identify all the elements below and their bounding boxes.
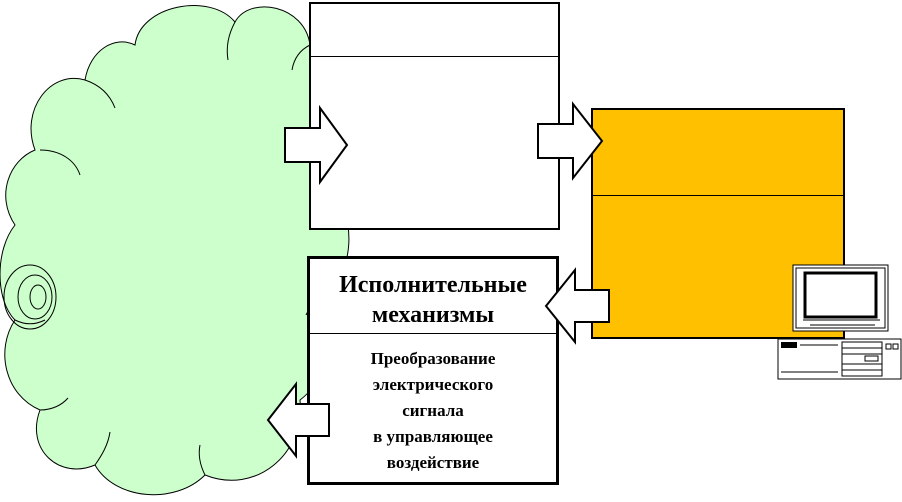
arrow-left-icon: [544, 267, 610, 345]
cloud-bump: [84, 79, 116, 109]
actuators-desc-line: сигнала: [402, 401, 464, 420]
sensor-box: [309, 2, 560, 230]
actuators-desc-line: электрического: [372, 375, 494, 394]
cloud-spiral: [17, 274, 53, 320]
cloud-bump: [198, 444, 206, 476]
actuators-title-line1: Исполнительные: [339, 272, 527, 298]
cloud-bump: [94, 431, 111, 466]
actuators-box-divider: [310, 333, 556, 334]
cloud-bump: [291, 44, 311, 71]
arrow-right-icon: [537, 101, 604, 181]
actuators-desc-line: в управляющее: [373, 427, 493, 446]
sensor-box-divider: [311, 56, 558, 57]
cloud-bump: [226, 21, 236, 61]
actuators-desc-line: воздействие: [386, 453, 480, 472]
cloud-bump: [14, 319, 46, 325]
arrow-right-icon: [284, 104, 349, 186]
actuators-title-line2: механизмы: [371, 302, 495, 328]
arrow-left-icon: [266, 381, 330, 459]
actuators-box: Исполнительные механизмы Преобразование …: [307, 256, 559, 485]
cloud-bump: [39, 397, 69, 411]
actuators-desc-line: Преобразование: [370, 349, 496, 368]
controller-box-divider: [593, 195, 843, 196]
cloud-spiral: [29, 284, 47, 310]
cloud-bump: [39, 149, 81, 176]
cloud-spiral: [3, 264, 57, 330]
